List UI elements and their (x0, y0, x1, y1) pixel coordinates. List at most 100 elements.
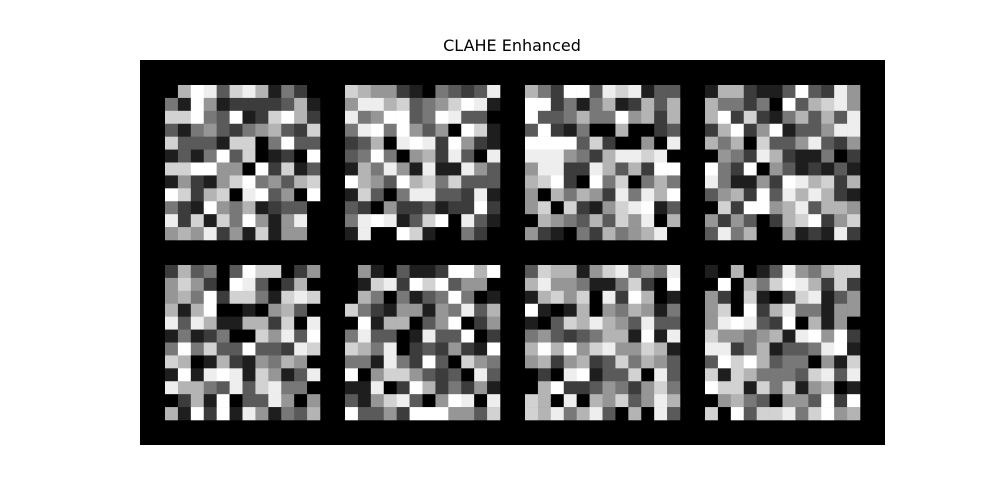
tile-pixel (628, 342, 642, 356)
image-tile (525, 265, 681, 421)
tile-pixel (667, 303, 681, 317)
tile-pixel (769, 329, 783, 343)
tile-pixel (717, 407, 732, 421)
tile-pixel (705, 368, 719, 382)
tile-pixel (602, 329, 616, 343)
tile-pixel (474, 149, 488, 163)
tile-pixel (474, 265, 488, 279)
tile-pixel (717, 85, 732, 99)
tile-pixel (294, 214, 308, 228)
tile-pixel (487, 175, 501, 189)
tile-pixel (448, 123, 462, 137)
tile-pixel (345, 265, 359, 279)
tile-pixel (370, 265, 385, 279)
tile-pixel (730, 136, 745, 150)
tile-pixel (576, 175, 590, 189)
tile-pixel (743, 265, 757, 279)
tile-pixel (345, 290, 359, 305)
tile-pixel (268, 394, 282, 408)
tile-pixel (730, 162, 745, 176)
tile-pixel (847, 316, 861, 330)
tile-pixel (357, 162, 372, 176)
tile-pixel (743, 214, 757, 228)
tile-pixel (821, 303, 835, 317)
tile-pixel (847, 188, 861, 202)
tile-pixel (435, 394, 449, 408)
tile-pixel (808, 188, 822, 202)
tile-pixel (281, 394, 295, 408)
tile-pixel (396, 265, 410, 279)
tile-pixel (576, 316, 590, 330)
tile-pixel (537, 227, 552, 241)
tile-pixel (448, 136, 462, 150)
tile-pixel (435, 227, 449, 241)
tile-pixel (743, 201, 757, 215)
tile-pixel (743, 136, 757, 150)
tile-pixel (177, 265, 192, 279)
tile-pixel (641, 407, 655, 421)
tile-pixel (756, 394, 770, 408)
tile-pixel (307, 303, 321, 317)
tile-pixel (177, 110, 192, 125)
tile-pixel (756, 201, 770, 215)
tile-pixel (370, 149, 385, 163)
tile-pixel (435, 368, 449, 382)
tile-pixel (461, 381, 475, 395)
tile-pixel (165, 368, 179, 382)
tile-pixel (628, 381, 642, 395)
tile-pixel (383, 265, 397, 279)
tile-pixel (821, 149, 835, 163)
tile-pixel (370, 368, 385, 382)
tile-pixel (448, 214, 462, 228)
tile-pixel (294, 149, 308, 163)
tile-pixel (589, 394, 603, 408)
tile-pixel (216, 277, 230, 292)
tile-pixel (628, 290, 642, 305)
tile-pixel (808, 290, 822, 305)
tile-pixel (667, 162, 681, 176)
tile-pixel (474, 110, 488, 125)
tile-pixel (294, 290, 308, 305)
tile-pixel (422, 355, 436, 369)
tile-pixel (730, 407, 745, 421)
image-tile (525, 85, 681, 241)
tile-pixel (422, 214, 436, 228)
tile-pixel (435, 277, 449, 292)
tile-pixel (242, 355, 256, 369)
tile-pixel (268, 175, 282, 189)
tile-pixel (487, 290, 501, 305)
tile-pixel (177, 407, 192, 421)
tile-pixel (461, 123, 475, 137)
tile-pixel (576, 85, 590, 99)
tile-pixel (396, 290, 410, 305)
tile-pixel (281, 136, 295, 150)
tile-pixel (448, 201, 462, 215)
tile-pixel (203, 201, 217, 215)
tile-pixel (769, 85, 783, 99)
tile-pixel (216, 188, 230, 202)
tile-pixel (229, 303, 243, 317)
tile-pixel (654, 355, 668, 369)
tile-pixel (821, 162, 835, 176)
tile-pixel (435, 355, 449, 369)
tile-pixel (255, 407, 269, 421)
tile-pixel (847, 214, 861, 228)
tile-pixel (628, 97, 642, 112)
tile-pixel (628, 355, 642, 369)
tile-pixel (615, 175, 629, 189)
tile-pixel (422, 201, 436, 215)
tile-pixel (383, 97, 397, 112)
tile-pixel (294, 201, 308, 215)
image-tile (345, 85, 501, 241)
tile-pixel (294, 407, 308, 421)
tile-pixel (242, 407, 256, 421)
tile-pixel (795, 149, 809, 163)
tile-pixel (435, 188, 449, 202)
tile-pixel (307, 85, 321, 99)
tile-pixel (717, 355, 732, 369)
tile-pixel (165, 188, 179, 202)
tile-pixel (847, 97, 861, 112)
tile-pixel (357, 316, 372, 330)
tile-pixel (602, 227, 616, 241)
tile-pixel (487, 188, 501, 202)
